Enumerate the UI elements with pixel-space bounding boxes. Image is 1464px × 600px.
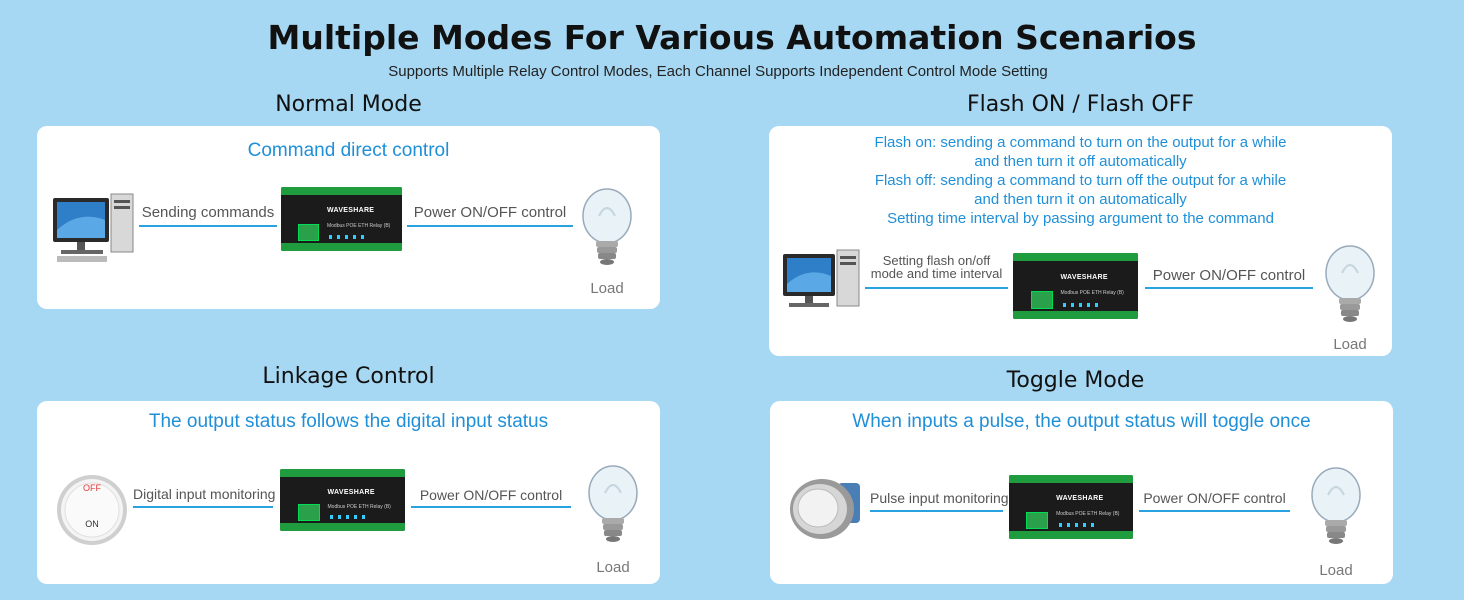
linkage-load-label: Load bbox=[596, 559, 630, 576]
section-title-flash: Flash ON / Flash OFF bbox=[966, 92, 1195, 117]
linkage-heading: The output status follows the digital in… bbox=[148, 411, 549, 432]
panel-linkage: The output status follows the digital in… bbox=[37, 401, 660, 584]
relay-module-normal: WAVESHARE Modbus POE ETH Relay (B) bbox=[281, 187, 402, 251]
flash-left-line bbox=[865, 287, 1008, 289]
relay-module-linkage: WAVESHARE Modbus POE ETH Relay (B) bbox=[280, 469, 405, 531]
normal-left-label: Sending commands bbox=[141, 204, 275, 221]
section-title-linkage: Linkage Control bbox=[262, 364, 435, 389]
linkage-right-line bbox=[411, 506, 571, 508]
panel-normal: Command direct control Sending commands … bbox=[37, 126, 660, 309]
page-subtitle: Supports Multiple Relay Control Modes, E… bbox=[388, 63, 1048, 80]
relay-module-flash: WAVESHARE Modbus POE ETH Relay (B) bbox=[1013, 253, 1138, 319]
flash-desc-line-4: and then turn it on automatically bbox=[974, 191, 1187, 208]
computer-icon bbox=[783, 249, 860, 307]
section-title-toggle: Toggle Mode bbox=[1006, 368, 1145, 393]
bulb-icon bbox=[582, 188, 632, 265]
toggle-right-line bbox=[1139, 510, 1290, 512]
flash-desc-line-1: Flash on: sending a command to turn on t… bbox=[874, 134, 1287, 151]
normal-right-line bbox=[407, 225, 573, 227]
computer-icon bbox=[53, 193, 134, 262]
normal-heading: Command direct control bbox=[247, 140, 450, 161]
flash-left-label-line-1: Setting flash on/off bbox=[882, 253, 991, 268]
push-button-icon bbox=[790, 479, 860, 539]
flash-desc-line-2: and then turn it off automatically bbox=[974, 153, 1187, 170]
panel-flash: Flash on: sending a command to turn on t… bbox=[769, 126, 1392, 356]
linkage-left-line bbox=[133, 506, 273, 508]
toggle-left-line bbox=[870, 510, 1003, 512]
bulb-icon bbox=[1311, 467, 1361, 544]
normal-left-line bbox=[139, 225, 277, 227]
normal-right-label: Power ON/OFF control bbox=[413, 204, 567, 221]
flash-desc-line-3: Flash off: sending a command to turn off… bbox=[874, 172, 1287, 189]
flash-right-label: Power ON/OFF control bbox=[1152, 267, 1306, 284]
flash-load-label: Load bbox=[1333, 336, 1367, 353]
flash-left-label-line-2: mode and time interval bbox=[870, 266, 1003, 281]
bulb-icon bbox=[588, 465, 638, 542]
toggle-left-label: Pulse input monitoring bbox=[870, 490, 1009, 506]
toggle-load-label: Load bbox=[1319, 562, 1353, 579]
linkage-left-label: Digital input monitoring bbox=[133, 486, 276, 502]
normal-load-label: Load bbox=[590, 280, 624, 297]
relay-module-toggle: WAVESHARE Modbus POE ETH Relay (B) bbox=[1009, 475, 1133, 539]
switch-off-label: OFF bbox=[83, 483, 101, 493]
switch-on-label: ON bbox=[85, 519, 99, 529]
toggle-right-label: Power ON/OFF control bbox=[1143, 490, 1286, 506]
flash-right-line bbox=[1145, 287, 1313, 289]
flash-left-label: Setting flash on/off mode and time inter… bbox=[865, 254, 1008, 280]
toggle-heading: When inputs a pulse, the output status w… bbox=[852, 411, 1311, 432]
linkage-right-label: Power ON/OFF control bbox=[419, 487, 563, 503]
bulb-icon bbox=[1325, 245, 1375, 322]
panel-toggle: When inputs a pulse, the output status w… bbox=[770, 401, 1393, 584]
page-title: Multiple Modes For Various Automation Sc… bbox=[267, 18, 1197, 57]
flash-description: Flash on: sending a command to turn on t… bbox=[769, 133, 1392, 228]
section-title-normal: Normal Mode bbox=[275, 92, 422, 117]
flash-desc-line-5: Setting time interval by passing argumen… bbox=[887, 210, 1274, 227]
switch-icon bbox=[57, 475, 127, 545]
